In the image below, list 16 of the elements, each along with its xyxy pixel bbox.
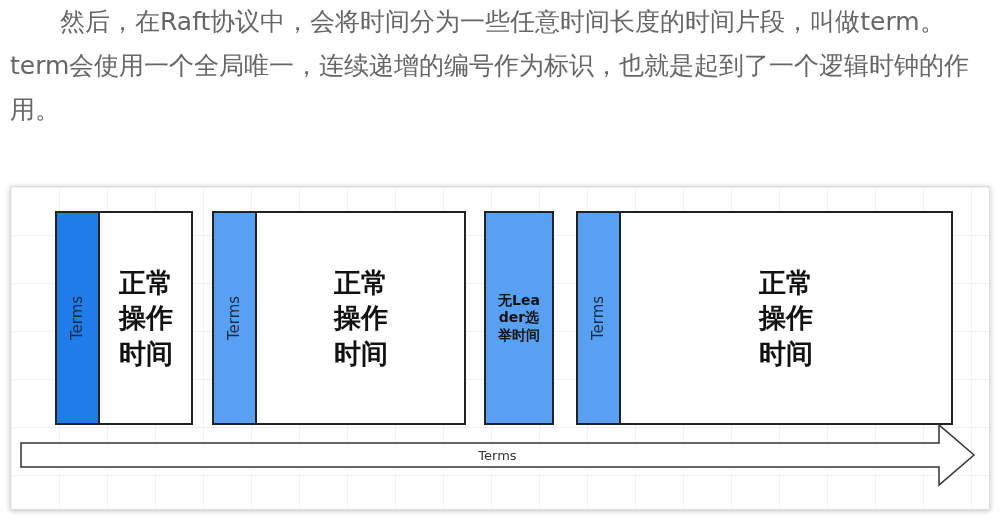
term-label: Terms — [68, 295, 87, 341]
intro-paragraph: 然后，在Raft协议中，会将时间分为一些任意时间长度的时间片段，叫做term。term会使用一个全局唯一，连续递增的编号作为标识，也就是起到了一个逻辑时钟的作用。 — [10, 6, 971, 126]
term-box — [55, 211, 193, 425]
terms-bar — [57, 213, 100, 423]
term-label: Terms — [589, 295, 608, 341]
period-label: 正常操作时间 — [332, 266, 389, 371]
term-box — [212, 211, 466, 425]
terms-bar — [578, 213, 621, 423]
period-label: 正常操作时间 — [117, 266, 174, 371]
terms-bar — [214, 213, 257, 423]
axis-label: Terms — [478, 447, 517, 463]
period-label: 无Leader选举时间 — [497, 291, 541, 345]
term-label: Terms — [225, 295, 244, 341]
election-box — [484, 211, 554, 425]
period-label: 正常操作时间 — [757, 266, 814, 371]
term-box — [576, 211, 953, 425]
